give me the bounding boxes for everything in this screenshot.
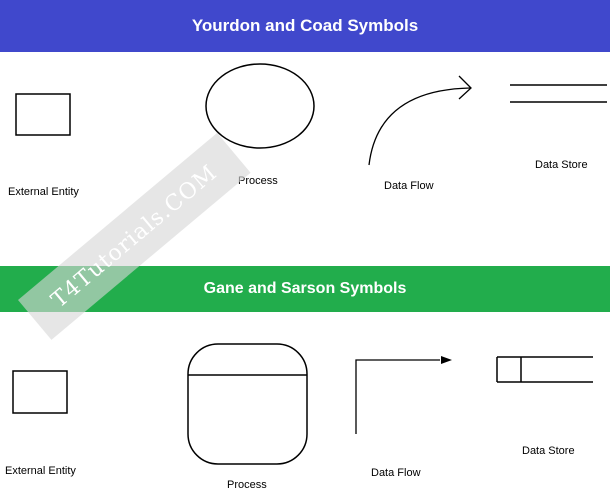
yourdon-external-entity-shape	[15, 93, 71, 136]
gane-data-store-label: Data Store	[522, 445, 575, 457]
gane-data-flow-label: Data Flow	[371, 467, 421, 479]
gane-data-flow-shape	[355, 356, 452, 434]
gane-external-entity-label: External Entity	[5, 465, 76, 477]
yourdon-coad-title: Yourdon and Coad Symbols	[191, 16, 419, 35]
gane-process-shape	[187, 343, 308, 465]
gane-process-label: Process	[227, 479, 267, 491]
gane-external-entity-shape	[12, 370, 68, 414]
yourdon-process-label: Process	[238, 175, 278, 187]
yourdon-data-flow-shape	[368, 75, 472, 166]
yourdon-external-entity-label: External Entity	[8, 186, 79, 198]
gane-sarson-title: Gane and Sarson Symbols	[203, 280, 407, 297]
yourdon-coad-banner: Yourdon and Coad Symbols	[0, 0, 610, 52]
yourdon-process-shape	[205, 63, 315, 149]
yourdon-data-store-label: Data Store	[535, 159, 588, 171]
yourdon-data-store-shape	[510, 84, 607, 103]
gane-data-store-shape	[496, 356, 593, 383]
yourdon-data-flow-label: Data Flow	[384, 180, 434, 192]
